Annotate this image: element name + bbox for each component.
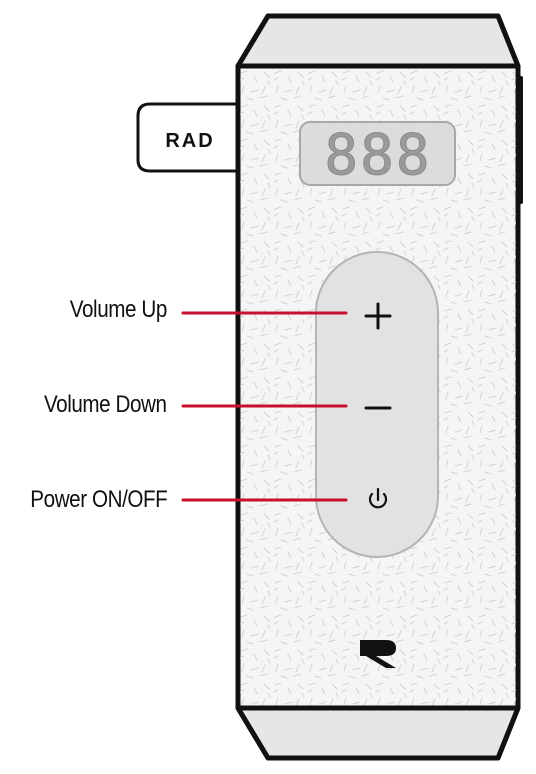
bottom-cap (235, 705, 521, 761)
digital-display: 888 (299, 121, 456, 189)
label-power: Power ON/OFF (29, 486, 167, 513)
plus-icon (364, 302, 392, 330)
r-logo-icon (360, 640, 396, 668)
power-button[interactable] (368, 487, 388, 509)
volume-up-button[interactable] (364, 302, 392, 330)
top-cap (235, 13, 521, 69)
power-icon (368, 487, 388, 509)
tag-text: RAD (165, 130, 214, 152)
callout-lines (181, 311, 348, 502)
display-digits: 888 (324, 123, 431, 188)
label-volume-up: Volume Up (69, 296, 168, 323)
side-tag: RAD (136, 102, 244, 173)
label-volume-down: Volume Down (44, 391, 167, 418)
